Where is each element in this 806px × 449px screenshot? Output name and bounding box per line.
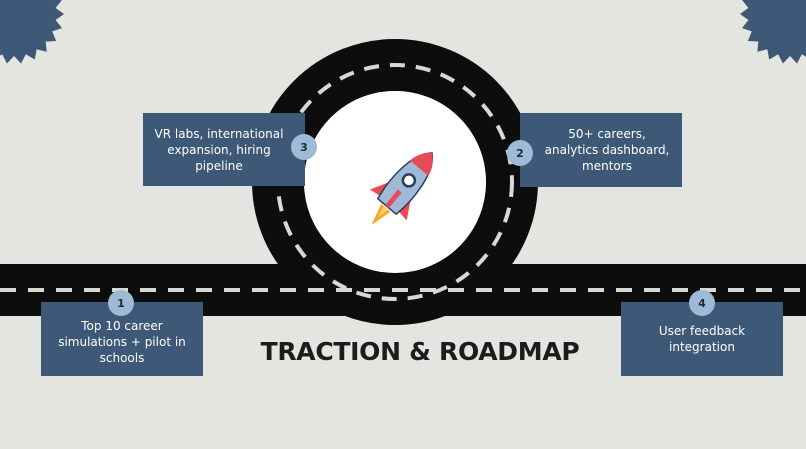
milestone-1-card: Top 10 career simulations + pilot in sch… <box>41 302 203 376</box>
milestone-3-text: VR labs, international expansion, hiring… <box>154 126 284 173</box>
milestone-2-number: 2 <box>516 146 524 160</box>
milestone-3-badge: 3 <box>291 134 317 160</box>
milestone-2-text: 50+ careers, analytics dashboard, mentor… <box>544 127 670 173</box>
milestone-3-number: 3 <box>300 140 308 154</box>
milestone-4-card: User feedback integration <box>621 302 783 376</box>
starburst-icon <box>0 0 64 64</box>
milestone-4-badge: 4 <box>689 290 715 316</box>
milestone-3-card: VR labs, international expansion, hiring… <box>143 113 305 186</box>
milestone-1-text: Top 10 career simulations + pilot in sch… <box>58 319 186 365</box>
milestone-1-badge: 1 <box>108 290 134 316</box>
milestone-1-number: 1 <box>117 296 125 310</box>
rocket-icon <box>369 152 433 225</box>
milestone-2-badge: 2 <box>507 140 533 166</box>
slide-title: TRACTION & ROADMAP <box>260 337 580 366</box>
milestone-2-card: 50+ careers, analytics dashboard, mentor… <box>520 113 682 187</box>
starburst-icon <box>740 0 806 64</box>
milestone-4-text: User feedback integration <box>658 324 746 354</box>
milestone-4-number: 4 <box>698 296 706 310</box>
